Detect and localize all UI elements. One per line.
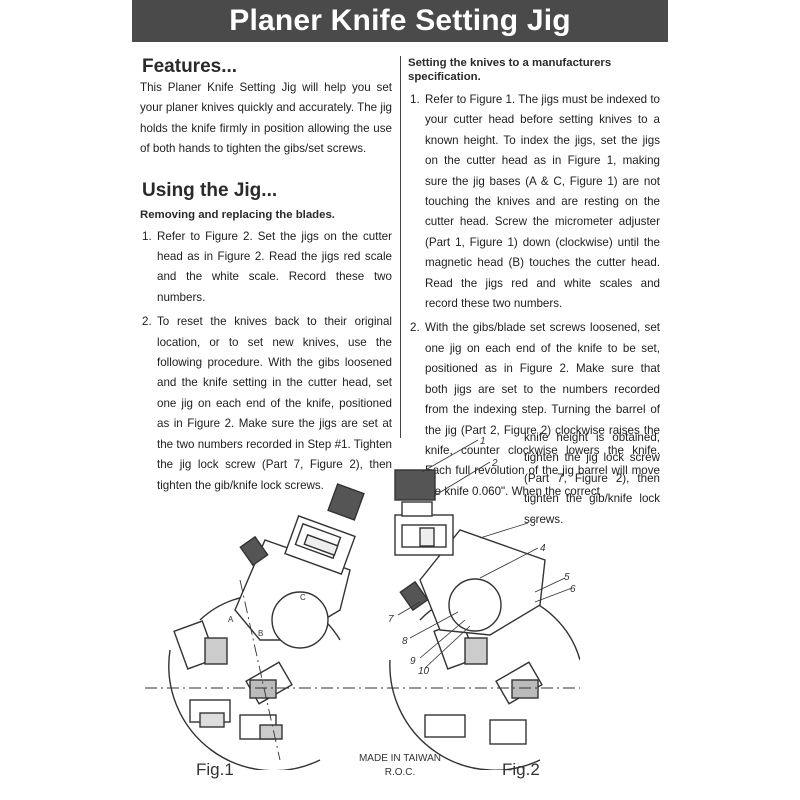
step-text: With the gibs/blade set screws loosened,… xyxy=(425,321,660,498)
callout-8: 8 xyxy=(402,636,408,647)
fig1-label: Fig.1 xyxy=(196,760,234,779)
right-column: Setting the knives to a manufacturers sp… xyxy=(408,56,660,502)
fig1-mark-b: B xyxy=(258,629,263,638)
step-text: Refer to Figure 1. The jigs must be inde… xyxy=(425,93,661,311)
callout-2: 2 xyxy=(491,458,498,469)
callout-7: 7 xyxy=(388,614,394,625)
step-number: 2. xyxy=(410,321,420,335)
figure-1-drawing: A B C xyxy=(145,483,370,770)
made-in-note: MADE IN TAIWAN R.O.C. xyxy=(340,752,460,780)
step-number: 1. xyxy=(410,93,420,106)
using-step-2: 2. To reset the knives back to their ori… xyxy=(140,312,392,496)
left-column: Features... This Planer Knife Setting Ji… xyxy=(140,56,392,496)
spec-subheading: Setting the knives to a manufacturers sp… xyxy=(408,57,612,83)
figure-2-drawing: 1 2 3 4 5 6 7 8 9 10 xyxy=(365,436,580,770)
spec-steps: 1. Refer to Figure 1. The jigs must be i… xyxy=(408,90,660,502)
using-step-1: 1. Refer to Figure 2. Set the jigs on th… xyxy=(140,227,392,309)
using-steps: 1. Refer to Figure 2. Set the jigs on th… xyxy=(140,227,392,496)
features-heading: Features... xyxy=(142,56,238,77)
made-in-line-1: MADE IN TAIWAN xyxy=(358,753,442,764)
callout-4: 4 xyxy=(540,543,546,554)
fig1-mark-a: A xyxy=(228,615,234,624)
callout-6: 6 xyxy=(570,584,576,595)
step-text: Refer to Figure 2. Set the jigs on the c… xyxy=(157,229,392,304)
fig1-mark-c: C xyxy=(300,593,306,602)
spec-step-2-continuation: knife height is obtained, tighten the ji… xyxy=(524,431,660,526)
page-title: Planer Knife Setting Jig xyxy=(132,0,668,42)
spec-step-1: 1. Refer to Figure 1. The jigs must be i… xyxy=(408,90,660,314)
column-divider xyxy=(400,56,401,438)
fig2-label: Fig.2 xyxy=(502,760,540,779)
using-subheading: Removing and replacing the blades. xyxy=(140,208,335,221)
features-text: This Planer Knife Setting Jig will help … xyxy=(140,81,392,156)
using-heading: Using the Jig... xyxy=(142,179,278,201)
step-text: To reset the knives back to their origin… xyxy=(157,315,392,492)
made-in-line-2: R.O.C. xyxy=(384,767,416,778)
callout-9: 9 xyxy=(410,656,416,667)
step-number: 1. xyxy=(142,229,152,243)
spec-step-2: 2. With the gibs/blade set screws loosen… xyxy=(408,318,660,502)
callout-5: 5 xyxy=(564,572,570,583)
callout-1: 1 xyxy=(480,436,486,447)
callout-10: 10 xyxy=(418,666,430,677)
jig-drawing: A B C xyxy=(145,436,580,770)
callout-3: 3 xyxy=(530,518,536,529)
step-number: 2. xyxy=(142,315,152,329)
